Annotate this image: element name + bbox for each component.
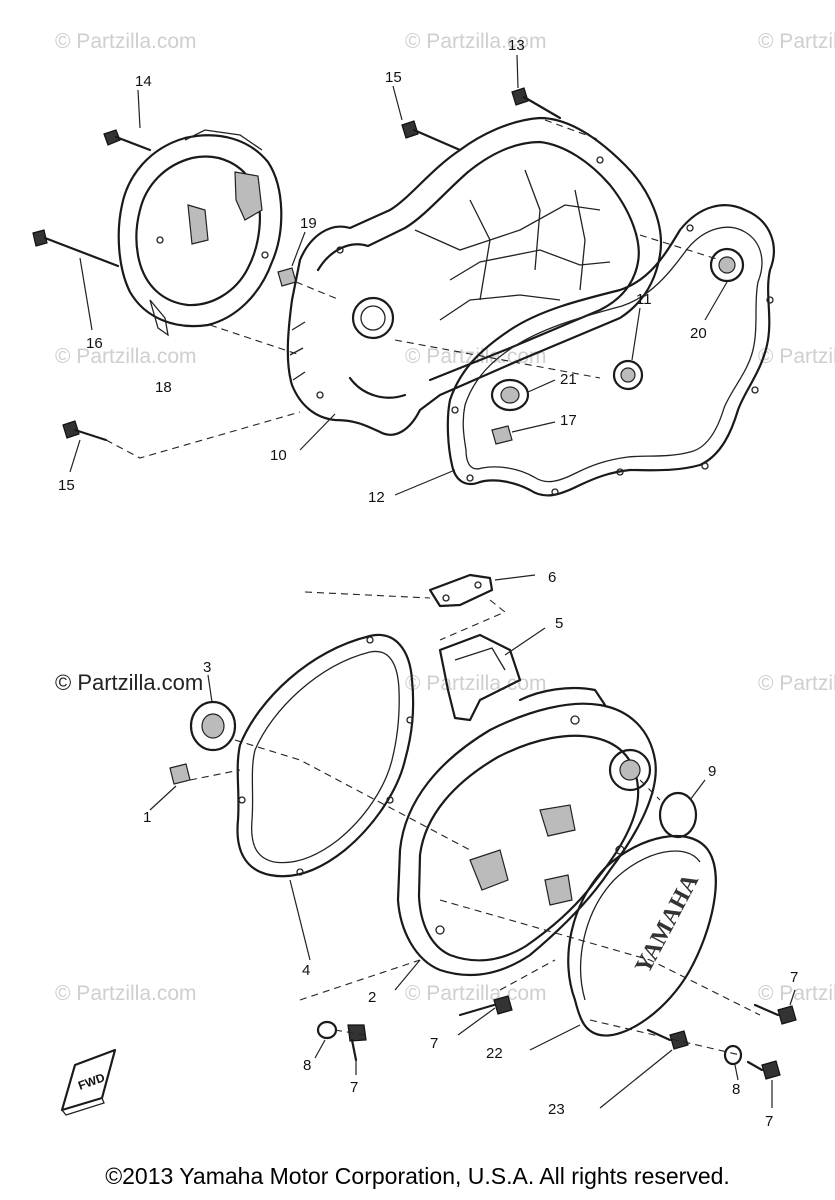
watermark: © Partzilla.com [405, 982, 547, 1005]
part-1-dowel [149, 763, 191, 811]
part-10-crankcase-cover [286, 116, 662, 451]
callout-15: 15 [385, 69, 402, 86]
callout-12: 12 [368, 489, 385, 506]
callout-18: 18 [155, 379, 172, 396]
callout-17: 17 [560, 412, 577, 429]
part-2-cover [394, 686, 657, 991]
part-5-guide [438, 599, 546, 722]
watermark: © Partzilla.com [405, 30, 547, 53]
alignment-lines-lower [189, 739, 761, 1056]
part-14-bolt [103, 89, 152, 152]
watermark: © Partzilla.com [55, 30, 197, 53]
part-6-bracket [428, 573, 536, 608]
watermark: © Partzilla.com [758, 30, 835, 53]
callout-11: 11 [636, 291, 652, 308]
part-17-dowel [491, 421, 556, 445]
part-16-long-bolt [32, 229, 120, 331]
watermark: © Partzilla.com [758, 672, 835, 695]
callout-8: 8 [303, 1057, 311, 1074]
watermark: © Partzilla.com [55, 345, 197, 368]
part-3-oil-seal [189, 674, 237, 752]
callout-19: 19 [300, 215, 317, 232]
watermark: © Partzilla.com [758, 982, 835, 1005]
part-20-oil-seal [704, 247, 745, 321]
callout-7: 7 [430, 1035, 438, 1052]
callout-8: 8 [732, 1081, 740, 1098]
part-7-bolt [457, 995, 513, 1036]
part-7-bolt [347, 1024, 367, 1075]
watermark-prominent: © Partzilla.com [55, 670, 203, 695]
callout-15: 15 [58, 477, 75, 494]
callout-20: 20 [690, 325, 707, 342]
callout-3: 3 [203, 659, 211, 676]
part-18-round-cover [117, 129, 283, 337]
part-15-bolt-lower [62, 420, 108, 473]
callout-7: 7 [765, 1113, 773, 1130]
callout-16: 16 [86, 335, 103, 352]
watermark: © Partzilla.com [55, 982, 197, 1005]
fwd-label: FWD [76, 1070, 107, 1093]
callout-7: 7 [350, 1079, 358, 1096]
part-21-oil-seal [490, 378, 556, 412]
part-15-bolt-upper [392, 85, 462, 152]
callout-22: 22 [486, 1045, 503, 1062]
fwd-arrow-icon: FWD [60, 1048, 117, 1116]
callout-21: 21 [560, 371, 577, 388]
part-7-bolt [753, 989, 797, 1025]
callout-23: 23 [548, 1101, 565, 1118]
part-22-outer-cover: YAMAHA [529, 835, 717, 1051]
watermark: © Partzilla.com [405, 672, 547, 695]
callout-6: 6 [548, 569, 556, 586]
callout-1: 1 [143, 809, 151, 826]
callout-13: 13 [508, 37, 525, 54]
callout-14: 14 [135, 73, 152, 90]
alignment-line [304, 591, 431, 599]
callout-4: 4 [302, 962, 310, 979]
watermark: © Partzilla.com [758, 345, 835, 368]
callout-9: 9 [708, 763, 716, 780]
part-9-cap [658, 779, 706, 839]
part-12-gasket [394, 204, 775, 497]
part-13-bolt [511, 54, 562, 120]
alignment-lines-upper [105, 119, 721, 459]
part-4-gasket [236, 633, 415, 961]
part-23-bolt [599, 1028, 689, 1109]
callout-7: 7 [790, 969, 798, 986]
part-11-cap [612, 307, 644, 391]
callout-5: 5 [555, 615, 563, 632]
part-8-washer [723, 1044, 743, 1081]
copyright-notice: ©2013 Yamaha Motor Corporation, U.S.A. A… [105, 1163, 730, 1189]
callout-2: 2 [368, 989, 376, 1006]
callout-10: 10 [270, 447, 287, 464]
part-7-bolt [746, 1060, 781, 1108]
part-8-washer [314, 1020, 338, 1059]
